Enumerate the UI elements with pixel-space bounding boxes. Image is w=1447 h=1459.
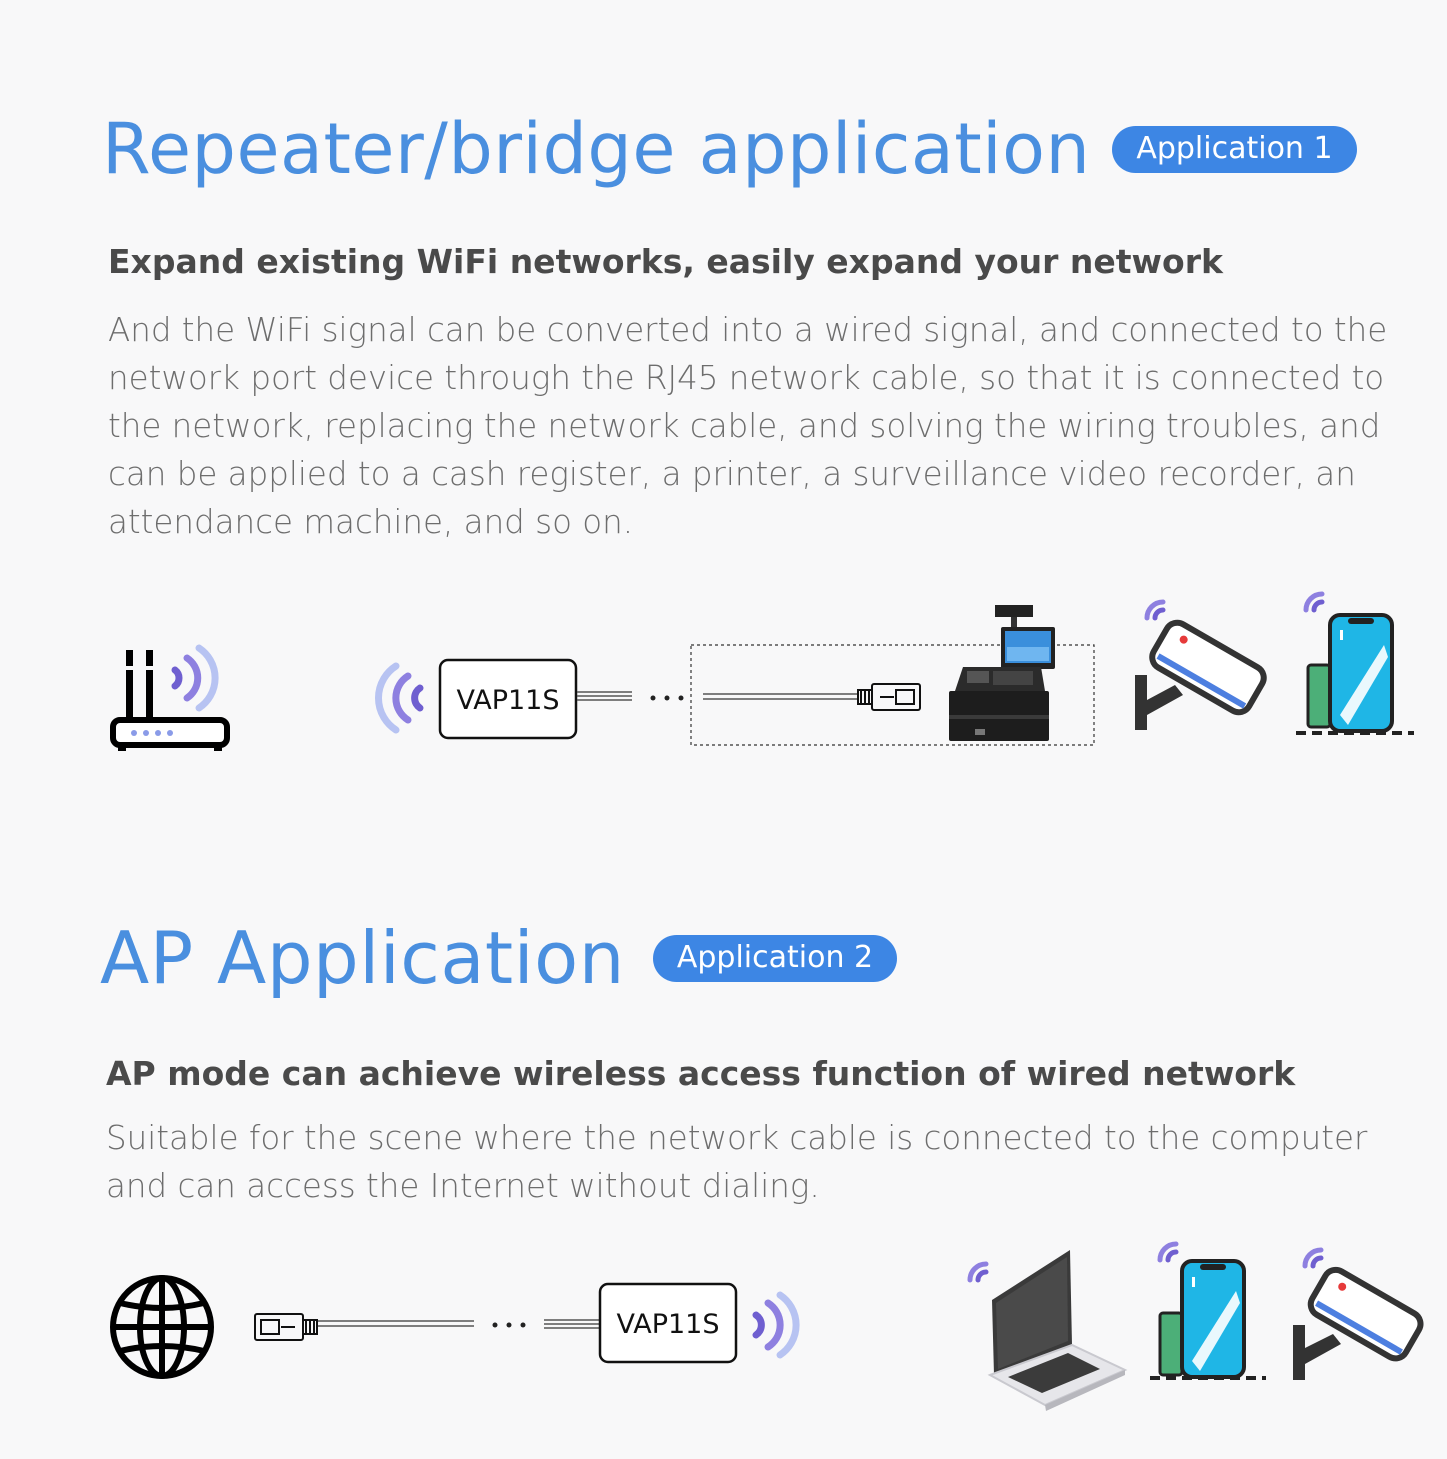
router-icon xyxy=(110,650,230,751)
security-camera-icon xyxy=(1135,599,1267,730)
vap11s-device: VAP11S xyxy=(598,1282,738,1364)
connected-device-frame xyxy=(690,644,1095,746)
vap11s-device: VAP11S xyxy=(438,658,578,740)
section2-badge: Application 2 xyxy=(652,934,898,982)
section1-title-row: Repeater/bridge application Application … xyxy=(102,108,1357,190)
cash-register-icon xyxy=(949,605,1055,741)
section1-title: Repeater/bridge application xyxy=(102,108,1091,190)
section1-badge: Application 1 xyxy=(1112,125,1357,173)
section2-diagram: VAP11S xyxy=(110,1241,1424,1411)
section1-body: And the WiFi signal can be converted int… xyxy=(108,311,1388,541)
ethernet-plug-icon xyxy=(857,683,921,711)
ethernet-plug-icon xyxy=(254,1313,318,1341)
wifi-signal-icon xyxy=(752,1291,800,1359)
network-cable xyxy=(318,1319,600,1329)
cable-ellipsis xyxy=(492,1322,526,1328)
laptop-icon xyxy=(967,1250,1128,1411)
section2-title: AP Application xyxy=(100,916,625,1000)
section2-subtitle: AP mode can achieve wireless access func… xyxy=(106,1054,1296,1093)
security-camera-icon xyxy=(1293,1247,1424,1380)
network-cable xyxy=(577,691,858,701)
wifi-signal-icon xyxy=(171,644,219,712)
vap11s-label: VAP11S xyxy=(457,685,560,716)
wifi-signal-icon xyxy=(375,662,424,734)
section2-title-row: AP Application Application 2 xyxy=(100,916,898,1000)
section2-body: Suitable for the scene where the network… xyxy=(106,1119,1368,1205)
section1-subtitle: Expand existing WiFi networks, easily ex… xyxy=(108,242,1223,281)
cable-ellipsis xyxy=(650,695,684,701)
section1-diagram: VAP11S xyxy=(110,591,1414,751)
vap11s-label: VAP11S xyxy=(617,1309,720,1340)
smartphone-icon xyxy=(1150,1241,1266,1380)
smartphone-icon xyxy=(1296,591,1414,735)
globe-icon xyxy=(110,1275,214,1379)
